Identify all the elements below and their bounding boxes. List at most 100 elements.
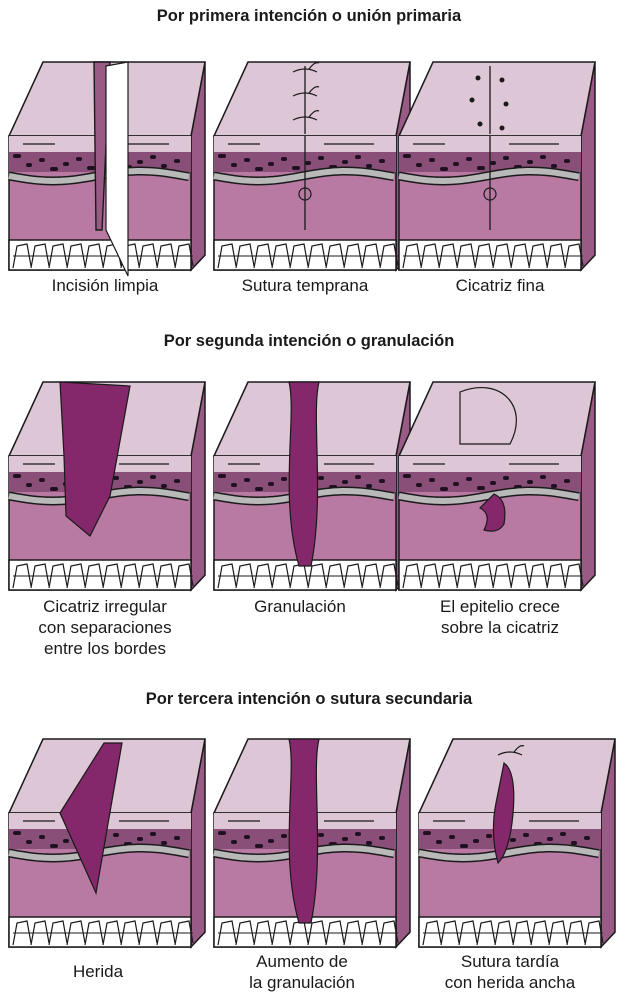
cell-dot <box>283 157 287 161</box>
fat-cell <box>84 563 104 589</box>
cell-dot <box>17 474 21 478</box>
cell-dot <box>65 162 69 166</box>
fat-cell <box>422 920 442 946</box>
cell-dot <box>407 154 411 158</box>
fat-cell <box>474 243 494 269</box>
fat-cell <box>474 563 494 589</box>
fat-cell <box>361 920 381 946</box>
cell-dot <box>407 474 411 478</box>
cell-dot <box>381 836 385 840</box>
fat-cell <box>528 563 548 589</box>
fat-cell <box>440 920 460 946</box>
caption-irregular-gap: Cicatriz irregular con separaciones entr… <box>5 596 205 659</box>
fat-cell <box>235 563 255 589</box>
fat-cell <box>458 920 478 946</box>
cell-dot <box>78 157 82 161</box>
stitch <box>292 62 320 73</box>
fat-cell <box>84 920 104 946</box>
cell-dot <box>65 839 69 843</box>
new-epithelium <box>459 387 517 445</box>
suture-knot <box>483 187 497 201</box>
cell-dot <box>152 832 156 836</box>
fat-cell <box>456 563 476 589</box>
fat-cell <box>48 243 68 269</box>
fat-layer <box>8 916 192 948</box>
cell-dot <box>320 833 324 837</box>
skin-diagram-late-suture <box>417 738 616 949</box>
caption-line: Sutura temprana <box>241 276 369 295</box>
fat-cell <box>271 563 291 589</box>
cell-dot <box>115 476 119 480</box>
cell-dot <box>481 486 485 490</box>
fat-cell <box>30 920 50 946</box>
fat-cell <box>102 563 122 589</box>
cell-dot <box>427 831 431 835</box>
fat-cell <box>420 243 440 269</box>
epidermis-top <box>397 61 596 137</box>
cell-dot <box>525 833 529 837</box>
cell-dot <box>139 480 143 484</box>
fat-cell <box>156 920 176 946</box>
caption-wound: Herida <box>0 961 198 982</box>
fat-cell <box>325 563 345 589</box>
fat-cell <box>361 563 381 589</box>
caption-line: Herida <box>72 962 124 981</box>
cell-dot <box>586 836 590 840</box>
cell-dot <box>163 484 167 488</box>
cell-dot <box>553 484 557 488</box>
fat-cell <box>494 920 514 946</box>
fat-cell <box>253 563 273 589</box>
fat-cell <box>66 563 86 589</box>
fat-cell <box>548 920 568 946</box>
cell-dot <box>320 156 324 160</box>
skin-diagram-clean-incision <box>7 61 206 277</box>
fat-cell <box>325 243 345 269</box>
cell-dot <box>246 478 250 482</box>
fat-cell <box>510 243 530 269</box>
fat-cell <box>271 243 291 269</box>
cell-dot <box>368 164 372 168</box>
fat-cell <box>235 920 255 946</box>
cell-dot <box>222 831 226 835</box>
skin-diagram-epithelium-grows <box>397 381 596 592</box>
cell-dot <box>468 477 472 481</box>
fat-cell <box>156 243 176 269</box>
fat-cell <box>138 243 158 269</box>
suture-knot <box>298 187 312 201</box>
fat-cell <box>217 920 237 946</box>
cell-dot <box>54 487 58 491</box>
stitch-hole <box>503 101 509 107</box>
skin-diagram-wound <box>7 738 206 949</box>
caption-epithelium-grows: El epitelio crece sobre la cicatriz <box>400 596 600 638</box>
cell-dot <box>566 479 570 483</box>
cell-dot <box>17 831 21 835</box>
panel-granulation <box>210 378 411 598</box>
cell-dot <box>451 835 455 839</box>
fat-cell <box>174 243 194 269</box>
cell-dot <box>431 478 435 482</box>
fat-cell <box>271 920 291 946</box>
fat-cell <box>546 563 566 589</box>
epidermis-band <box>399 456 581 472</box>
fat-cell <box>546 243 566 269</box>
fat-layer <box>8 559 192 591</box>
fat-cell <box>584 920 604 946</box>
fat-cell <box>253 920 273 946</box>
panel-increased-granulation <box>210 735 411 955</box>
cell-dot <box>176 479 180 483</box>
cell-dot <box>368 484 372 488</box>
basement-membrane <box>213 168 395 185</box>
cell-dot <box>444 167 448 171</box>
cell-dot <box>488 834 492 838</box>
fat-cell <box>174 563 194 589</box>
basement-membrane <box>418 845 600 862</box>
residual-scar <box>478 493 506 532</box>
wound-tissue <box>492 761 515 865</box>
fat-layer <box>418 916 602 948</box>
cell-dot <box>163 164 167 168</box>
fat-cell <box>48 920 68 946</box>
panel-epithelium-grows <box>395 378 596 598</box>
fat-layer <box>213 239 397 271</box>
wound-cleft <box>59 742 123 896</box>
caption-late-suture: Sutura tardía con herida ancha <box>410 951 610 993</box>
